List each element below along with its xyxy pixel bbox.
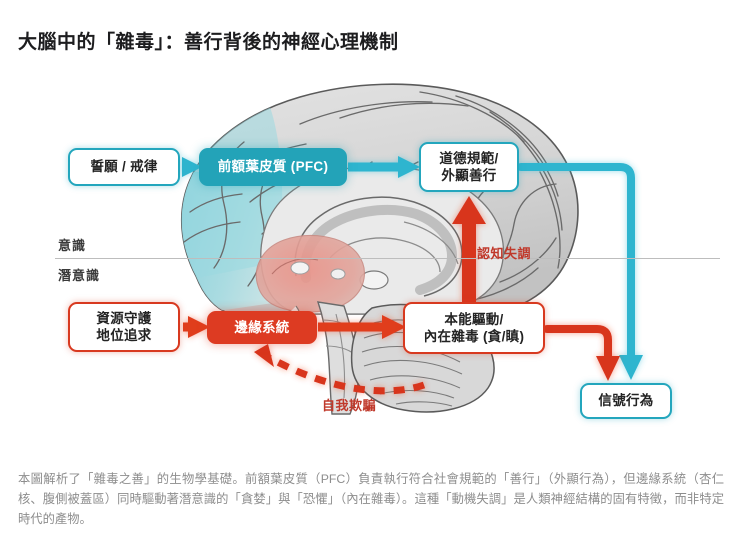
diagram-figure: 意識 潛意識 誓願 / 戒律 前額葉皮質 (PFC) 道德規範/ 外顯善行 資源… [0, 62, 740, 437]
node-instinct-drive[interactable]: 本能驅動/ 內在雜毒 (貪/瞋) [403, 302, 545, 354]
arrow-resource-to-limbic [183, 316, 210, 338]
label-conscious: 意識 [58, 238, 87, 253]
page-title: 大腦中的「雜毒」：善行背後的神經心理機制 [18, 31, 399, 53]
node-moral-norms[interactable]: 道德規範/ 外顯善行 [419, 142, 519, 192]
connector-arrows [182, 156, 643, 395]
arrow-cognitive-dissonance [452, 196, 486, 302]
node-limbic-system[interactable]: 邊緣系統 [207, 311, 317, 344]
label-subconscious: 潛意識 [58, 268, 101, 283]
label-cognitive-dissonance: 認知失調 [477, 246, 532, 261]
node-prefrontal-cortex[interactable]: 前額葉皮質 (PFC) [199, 148, 347, 186]
arrow-vow-to-pfc [182, 157, 202, 177]
arrow-limbic-to-instinct [318, 315, 406, 339]
arrow-self-deception [254, 344, 426, 395]
corpus-callosum-line [294, 196, 463, 297]
node-signaling-behavior[interactable]: 信號行為 [580, 383, 672, 419]
limbic-system-region [255, 235, 365, 313]
consciousness-divider [55, 258, 720, 259]
figure-caption: 本圖解析了「雜毒之善」的生物學基礎。前額葉皮質（PFC）負責執行符合社會規範的「… [18, 472, 724, 527]
arrow-instinct-to-signal [543, 325, 620, 381]
arrow-pfc-to-moral [348, 156, 420, 178]
node-vow-discipline[interactable]: 誓願 / 戒律 [68, 148, 180, 186]
arrow-moral-to-signal [517, 163, 643, 380]
node-resource-status[interactable]: 資源守護 地位追求 [68, 302, 180, 352]
label-self-deception: 自我欺騙 [322, 398, 377, 413]
